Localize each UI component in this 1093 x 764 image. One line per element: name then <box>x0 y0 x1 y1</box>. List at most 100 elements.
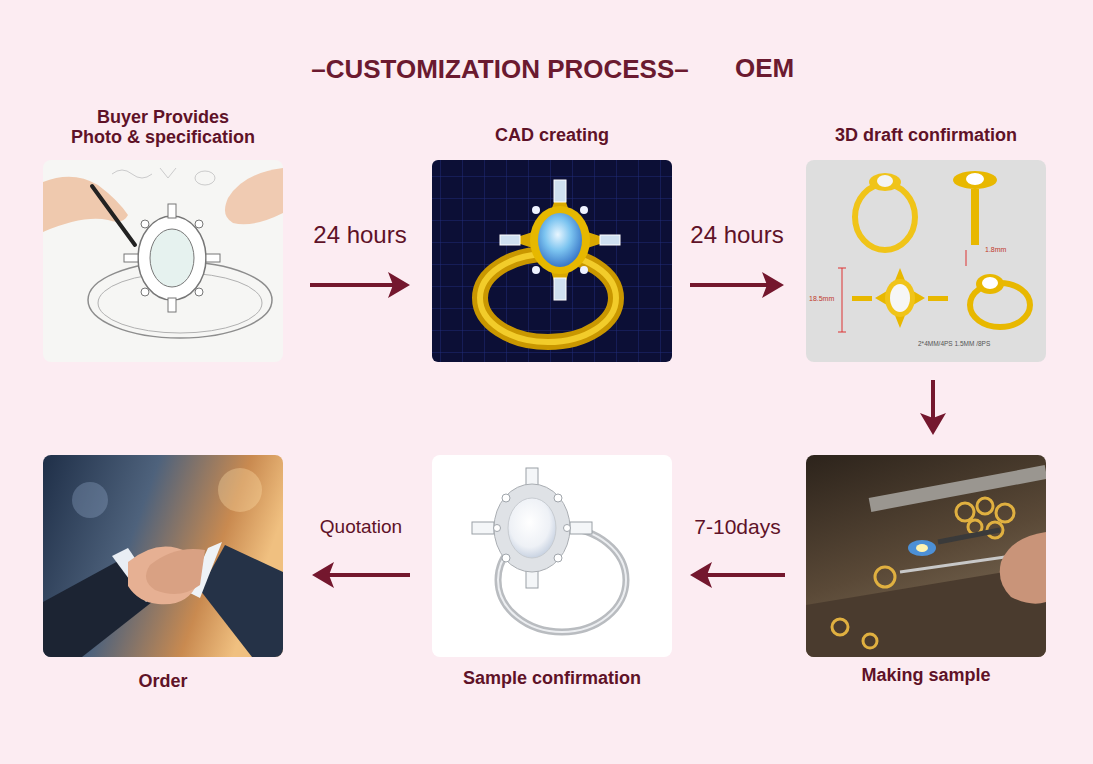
illustration-part <box>600 235 620 245</box>
illustration-part <box>870 472 1046 505</box>
illustration-part <box>124 254 138 262</box>
illustration-part <box>112 170 152 178</box>
dimension-note: 18.5mm <box>809 295 834 303</box>
illustration-part <box>532 206 540 214</box>
illustration-part <box>530 206 590 274</box>
illustration-part <box>532 266 540 274</box>
arrow-label: Quotation <box>320 516 402 538</box>
illustration-part <box>508 498 556 558</box>
process-step: Buyer Provides Photo & specification <box>43 107 283 362</box>
arrow-label: 24 hours <box>690 221 783 249</box>
illustration-part <box>570 522 592 534</box>
illustration-part <box>141 220 149 228</box>
illustration-part <box>160 168 176 178</box>
illustration-part <box>43 177 128 232</box>
dimension-note: 2*4MM/4PS 1.5MM /8PS <box>918 340 990 347</box>
illustration-part <box>852 296 872 301</box>
header-tag: OEM <box>735 54 794 83</box>
illustration-part <box>580 206 588 214</box>
illustration-part <box>838 268 846 269</box>
draft-picture <box>806 160 1046 362</box>
process-step: Sample confirmation <box>432 455 672 689</box>
step-heading: 3D draft confirmation <box>806 125 1046 146</box>
illustration-part <box>225 168 283 224</box>
arrow-label: 24 hours <box>313 221 406 249</box>
dimension-note: 1.8mm <box>985 246 1006 254</box>
illustration-part <box>502 554 510 562</box>
illustration-part <box>875 567 895 587</box>
illustration-part <box>472 522 494 534</box>
illustration-part <box>966 173 984 185</box>
illustration-part <box>832 619 848 635</box>
flow-arrow <box>310 283 400 287</box>
ring-picture <box>432 455 672 657</box>
process-step: Order <box>43 455 283 692</box>
sketch-picture <box>43 160 283 362</box>
step-heading: Making sample <box>806 665 1046 686</box>
illustration-part <box>953 171 997 189</box>
workshop-picture <box>806 455 1046 657</box>
illustration-part <box>141 288 149 296</box>
illustration-part <box>580 266 588 274</box>
illustration-part <box>146 549 205 594</box>
illustration-part <box>916 544 928 552</box>
illustration-part <box>996 504 1014 522</box>
illustration-part <box>168 204 176 218</box>
illustration-part <box>218 468 262 512</box>
illustration-part <box>502 494 510 502</box>
illustration-part <box>938 530 1000 542</box>
illustration-part <box>500 235 520 245</box>
illustration-part <box>538 213 582 267</box>
illustration-part <box>908 540 936 556</box>
cad-picture <box>432 160 672 362</box>
illustration-part <box>976 274 1004 294</box>
illustration-part <box>842 268 843 332</box>
illustration-part <box>977 498 993 514</box>
arrow-label: 7-10days <box>694 515 780 539</box>
illustration-part <box>494 525 501 532</box>
illustration-part <box>806 455 1046 657</box>
illustration-part <box>138 216 206 300</box>
illustration-part <box>195 171 215 185</box>
illustration-part <box>206 254 220 262</box>
step-heading: Order <box>43 671 283 692</box>
process-step: Making sample <box>806 455 1046 686</box>
illustration-part <box>838 332 846 333</box>
flow-arrow <box>700 573 785 577</box>
handshake-picture <box>43 455 283 657</box>
illustration-part <box>432 455 672 657</box>
illustration-part <box>195 220 203 228</box>
step-heading: Buyer Provides Photo & specification <box>70 107 257 148</box>
illustration-part <box>900 557 1005 572</box>
illustration-part <box>554 554 562 562</box>
illustration-part <box>956 503 974 521</box>
step-heading: CAD creating <box>432 125 672 146</box>
illustration-part <box>554 494 562 502</box>
illustration-part <box>982 277 998 289</box>
illustration-part <box>869 173 901 191</box>
process-step: 3D draft confirmation <box>806 125 1046 362</box>
illustration-part <box>168 298 176 312</box>
illustration-part <box>875 268 925 328</box>
illustration-part <box>195 288 203 296</box>
illustration-part <box>554 278 566 300</box>
illustration-part <box>806 160 1046 362</box>
illustration-part <box>885 279 915 317</box>
illustration-part <box>928 296 948 301</box>
illustration-part <box>890 284 910 312</box>
illustration-part <box>855 184 915 250</box>
step-heading: Sample confirmation <box>432 668 672 689</box>
illustration-part <box>971 189 979 245</box>
illustration-part <box>43 455 283 657</box>
illustration-part <box>150 229 194 287</box>
illustration-part <box>72 482 108 518</box>
illustration-part <box>432 160 672 362</box>
flow-arrow <box>931 380 935 425</box>
illustration-part <box>92 186 135 245</box>
illustration-part <box>494 484 570 572</box>
illustration-part <box>1000 532 1046 604</box>
illustration-part <box>877 175 893 187</box>
connectors <box>310 285 933 575</box>
process-step: CAD creating <box>432 125 672 362</box>
